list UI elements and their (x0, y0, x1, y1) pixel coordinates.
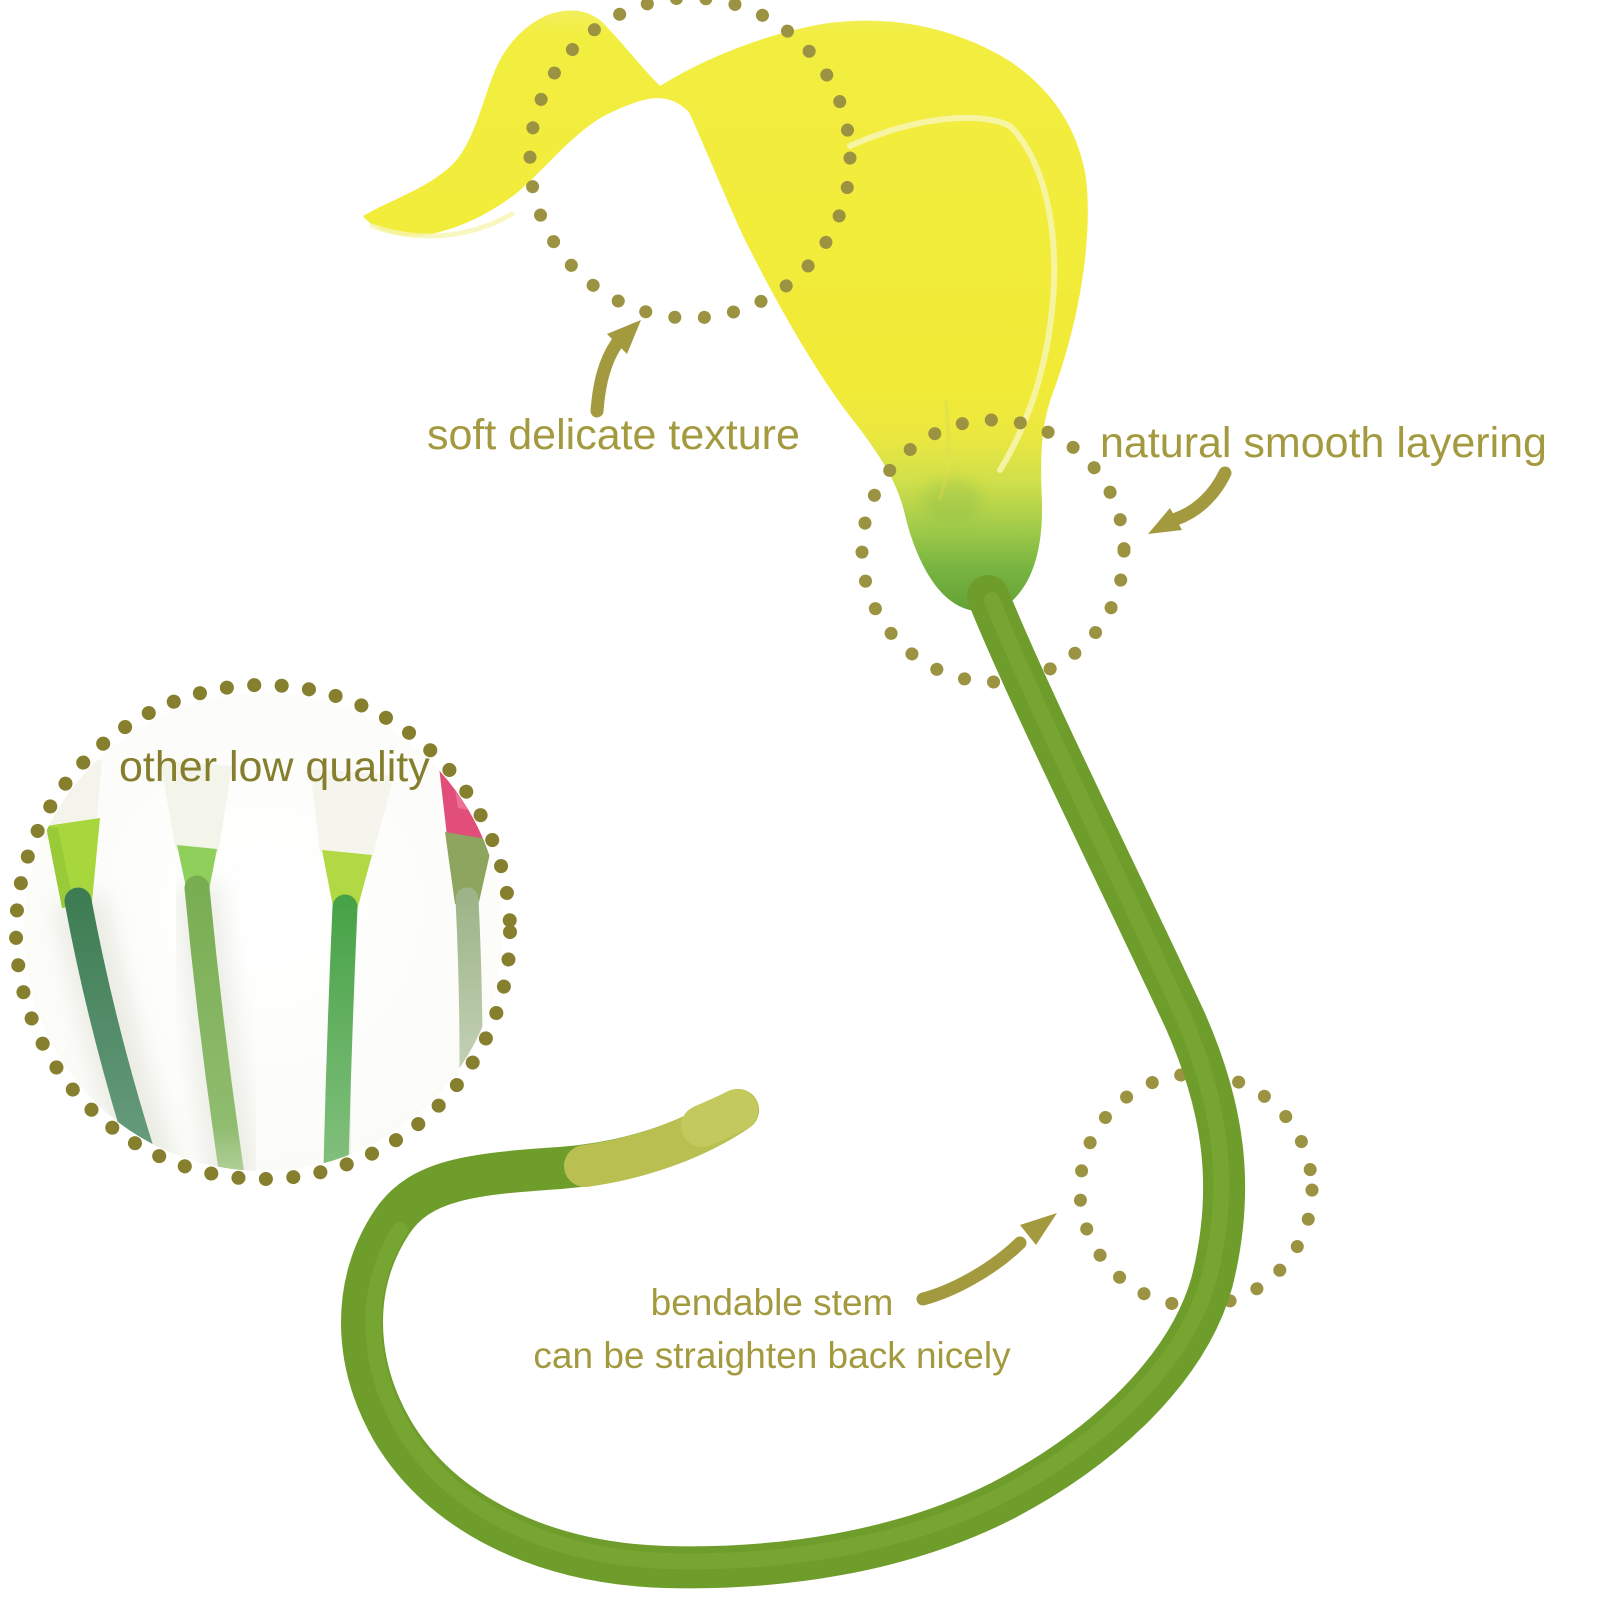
flower (363, 10, 1088, 612)
stem (341, 575, 1246, 1589)
flower-tip-highlight (369, 211, 515, 239)
dotted-circle-comparison (9, 678, 517, 1186)
stem-highlight (365, 592, 1230, 1570)
arrow-texture-icon (590, 320, 641, 418)
dotted-circle-layering (855, 413, 1131, 689)
label-bendable-stem-line1: bendable stem (650, 1282, 894, 1323)
label-bendable-stem-line2: can be straighten back nicely (533, 1335, 1011, 1376)
arrow-bend-icon (916, 1213, 1057, 1306)
flower-rim-highlight (847, 114, 1058, 473)
stem-curve (341, 575, 1246, 1589)
label-smooth-layering: natural smooth layering (1100, 419, 1547, 467)
label-bendable-stem: bendable stem can be straighten back nic… (472, 1276, 1072, 1382)
flower-spathe (363, 10, 1088, 612)
label-soft-texture: soft delicate texture (427, 411, 800, 459)
stem-tip-cap (681, 1089, 758, 1147)
comparison-stem-2 (160, 760, 246, 1171)
label-low-quality: other low quality (119, 743, 430, 791)
dotted-circle-texture (523, 0, 857, 325)
flower-base-shadow (922, 478, 982, 522)
arrow-layering-icon (1148, 466, 1232, 534)
comparison-stem-3 (310, 768, 394, 1171)
